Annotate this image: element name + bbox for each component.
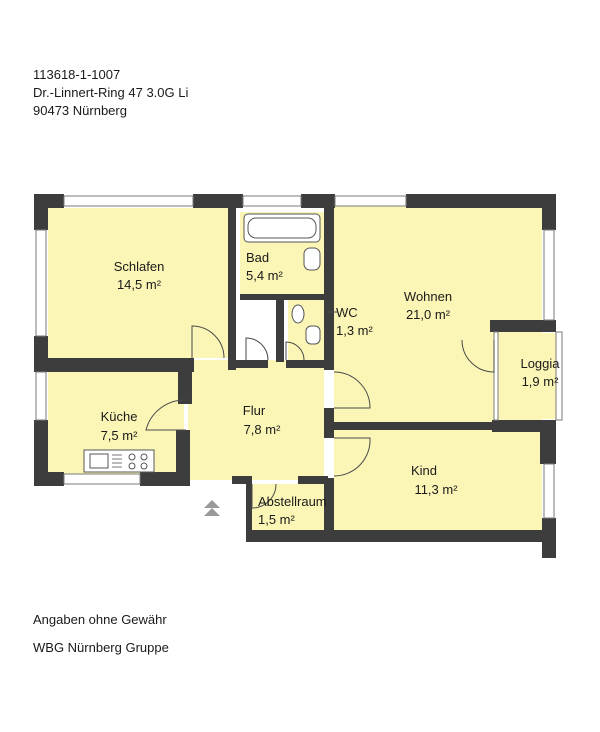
entrance-arrow-icon <box>204 500 220 516</box>
kitchen-sink <box>89 453 109 469</box>
stove-lines <box>112 454 122 468</box>
room-name-flur: Flur <box>243 403 266 418</box>
walls <box>34 194 556 558</box>
floor-flur <box>188 360 324 480</box>
company-name: WBG Nürnberg Gruppe <box>33 640 169 655</box>
bathtub-inner <box>247 217 317 239</box>
room-area-wohnen: 21,0 m² <box>406 307 451 322</box>
door-bad <box>245 337 269 361</box>
room-name-loggia: Loggia <box>520 356 560 371</box>
bad-sink <box>303 247 321 271</box>
room-area-kind: 11,3 m² <box>414 482 458 497</box>
room-area-schlafen: 14,5 m² <box>117 277 162 292</box>
stove-burner <box>140 453 148 461</box>
fixtures <box>83 213 321 473</box>
windows <box>35 195 563 519</box>
stove-burner <box>128 462 136 470</box>
door-wc <box>285 341 305 361</box>
room-area-kueche: 7,5 m² <box>101 428 139 443</box>
room-area-flur: 7,8 m² <box>244 422 282 437</box>
door-kueche <box>145 399 187 431</box>
floor-kind <box>334 430 542 530</box>
wc-sink <box>305 325 321 345</box>
stove-burner <box>128 453 136 461</box>
room-area-loggia: 1,9 m² <box>522 374 560 389</box>
floor-loggia <box>500 333 556 419</box>
address: Dr.-Linnert-Ring 47 3.0G Li <box>33 85 189 100</box>
door-loggia <box>461 339 495 373</box>
room-labels: Schlafen 14,5 m² Bad 5,4 m² WC 1,3 m² Wo… <box>101 250 561 527</box>
room-name-abstellraum: Abstellraum <box>258 494 327 509</box>
unit-id: 113618-1-1007 <box>33 67 121 82</box>
room-area-abstellraum: 1,5 m² <box>258 512 296 527</box>
room-name-wc: WC <box>336 305 358 320</box>
room-name-kueche: Küche <box>101 409 138 424</box>
door-kind <box>333 437 371 477</box>
doors <box>145 325 495 509</box>
wc-toilet <box>291 304 305 324</box>
room-area-wc: 1,3 m² <box>336 323 374 338</box>
city: 90473 Nürnberg <box>33 103 127 118</box>
door-wohnen <box>333 371 371 409</box>
room-name-kind: Kind <box>411 463 437 478</box>
disclaimer: Angaben ohne Gewähr <box>33 612 167 627</box>
door-schlafen <box>191 325 225 359</box>
door-abstellraum <box>251 483 277 509</box>
room-name-bad: Bad <box>246 250 269 265</box>
stove-burner <box>140 462 148 470</box>
floor-schlafen <box>48 208 228 358</box>
room-name-wohnen: Wohnen <box>404 289 452 304</box>
room-area-bad: 5,4 m² <box>246 268 284 283</box>
room-name-schlafen: Schlafen <box>114 259 165 274</box>
floor-abstellraum <box>252 484 324 532</box>
